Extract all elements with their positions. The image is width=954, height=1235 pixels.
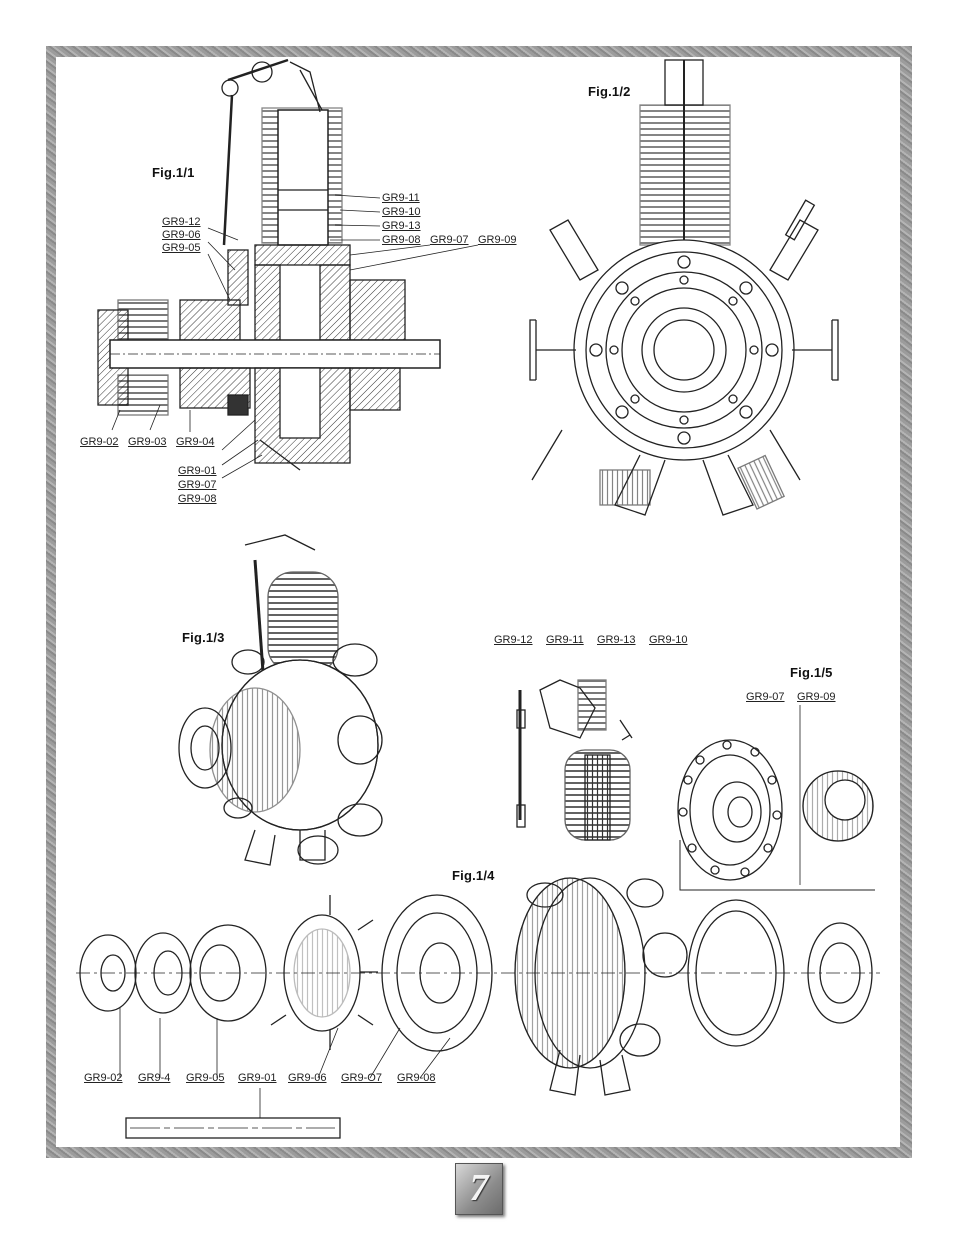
fig-1-2-front-view xyxy=(529,59,839,516)
label-gr9-13: GR9-13 xyxy=(382,220,421,232)
label-f5-gr9-12: GR9-12 xyxy=(494,634,533,646)
label-gr9-08-bottom: GR9-08 xyxy=(178,493,217,505)
fig-1-2-title: Fig.1/2 xyxy=(588,84,631,99)
label-f4-gr9-06: GR9-06 xyxy=(288,1072,327,1084)
diagram-sheet xyxy=(56,57,900,1147)
label-f5-gr9-09: GR9-09 xyxy=(797,691,836,703)
fig-1-1-title: Fig.1/1 xyxy=(152,165,195,180)
label-gr9-06: GR9-06 xyxy=(162,229,201,241)
label-f4-gr9-05: GR9-05 xyxy=(186,1072,225,1084)
label-gr9-07-bottom: GR9-07 xyxy=(178,479,217,491)
label-gr9-12: GR9-12 xyxy=(162,216,201,228)
fig-1-4-title: Fig.1/4 xyxy=(452,868,495,883)
fig-1-5-title: Fig.1/5 xyxy=(790,665,833,680)
fig-1-1-section-drawing xyxy=(97,58,479,479)
label-gr9-03: GR9-03 xyxy=(128,436,167,448)
label-f4-gr9-o7: GR9-O7 xyxy=(341,1072,382,1084)
label-f5-gr9-10: GR9-10 xyxy=(649,634,688,646)
label-gr9-04: GR9-04 xyxy=(176,436,215,448)
label-f4-gr9-02: GR9-02 xyxy=(84,1072,123,1084)
fig-1-4-exploded-view xyxy=(76,705,880,1139)
label-gr9-02: GR9-02 xyxy=(80,436,119,448)
fig-1-3-assembled-view xyxy=(178,534,383,866)
page-number-badge: 7 xyxy=(455,1163,503,1215)
label-gr9-11: GR9-11 xyxy=(382,192,420,204)
label-gr9-10: GR9-10 xyxy=(382,206,421,218)
label-f5-gr9-07: GR9-07 xyxy=(746,691,785,703)
label-gr9-09: GR9-09 xyxy=(478,234,517,246)
label-gr9-05: GR9-05 xyxy=(162,242,201,254)
fig-1-5-parts-view xyxy=(516,679,875,891)
fig-1-3-title: Fig.1/3 xyxy=(182,630,225,645)
label-f4-gr9-4: GR9-4 xyxy=(138,1072,171,1084)
label-f4-gr9-08: GR9-08 xyxy=(397,1072,436,1084)
label-gr9-08-top: GR9-08 xyxy=(382,234,421,246)
label-f5-gr9-11: GR9-11 xyxy=(546,634,584,646)
label-gr9-07-top: GR9-07 xyxy=(430,234,469,246)
label-f5-gr9-13: GR9-13 xyxy=(597,634,636,646)
label-f4-gr9-01: GR9-01 xyxy=(238,1072,277,1084)
label-gr9-01: GR9-01 xyxy=(178,465,217,477)
page-number: 7 xyxy=(469,1167,489,1209)
